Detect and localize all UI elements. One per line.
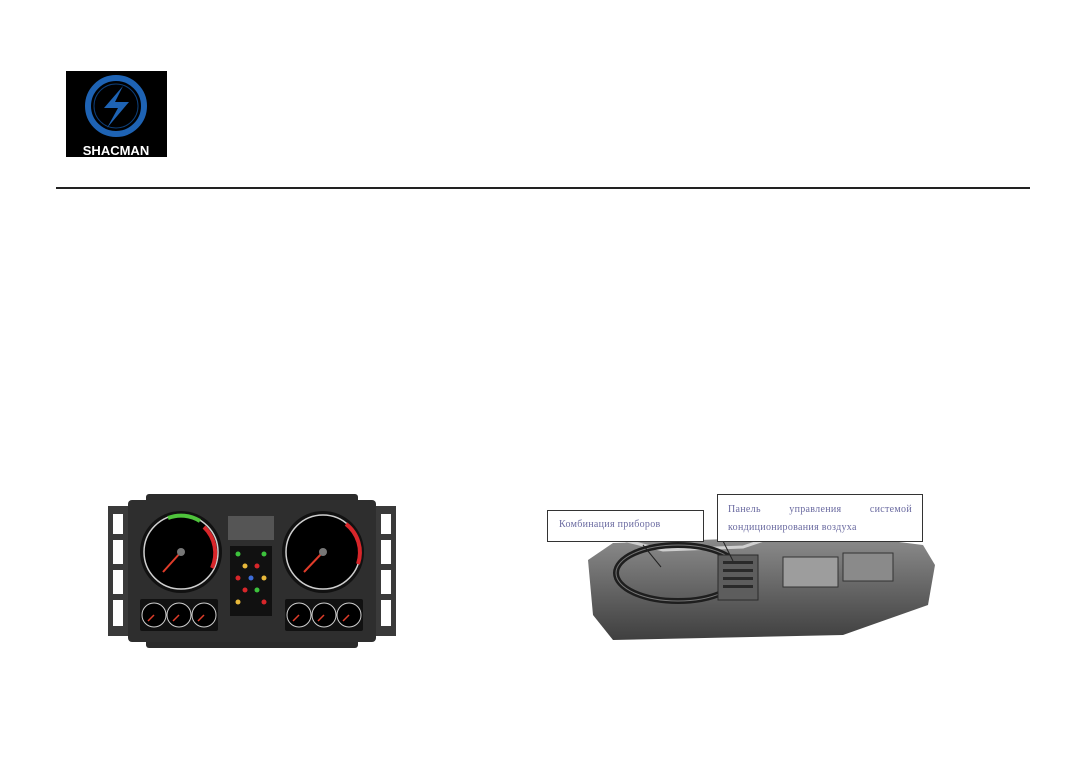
callout-ac-label-line2: кондиционирования воздуха xyxy=(728,522,857,533)
instrument-cluster-image xyxy=(108,494,396,648)
callout-instrument-cluster-label: Комбинация приборов xyxy=(559,519,661,530)
logo-wordmark: SHACMAN xyxy=(83,143,149,157)
header-divider xyxy=(56,187,1030,189)
callout-instrument-cluster: Комбинация приборов xyxy=(547,510,704,542)
callout-ac-control-panel: Панель управления системой кондициониров… xyxy=(717,494,923,542)
cab-dashboard-image xyxy=(543,495,938,648)
callout-ac-label-line1: Панель управления системой xyxy=(728,504,912,515)
shacman-logo: SHACMAN xyxy=(66,71,167,157)
